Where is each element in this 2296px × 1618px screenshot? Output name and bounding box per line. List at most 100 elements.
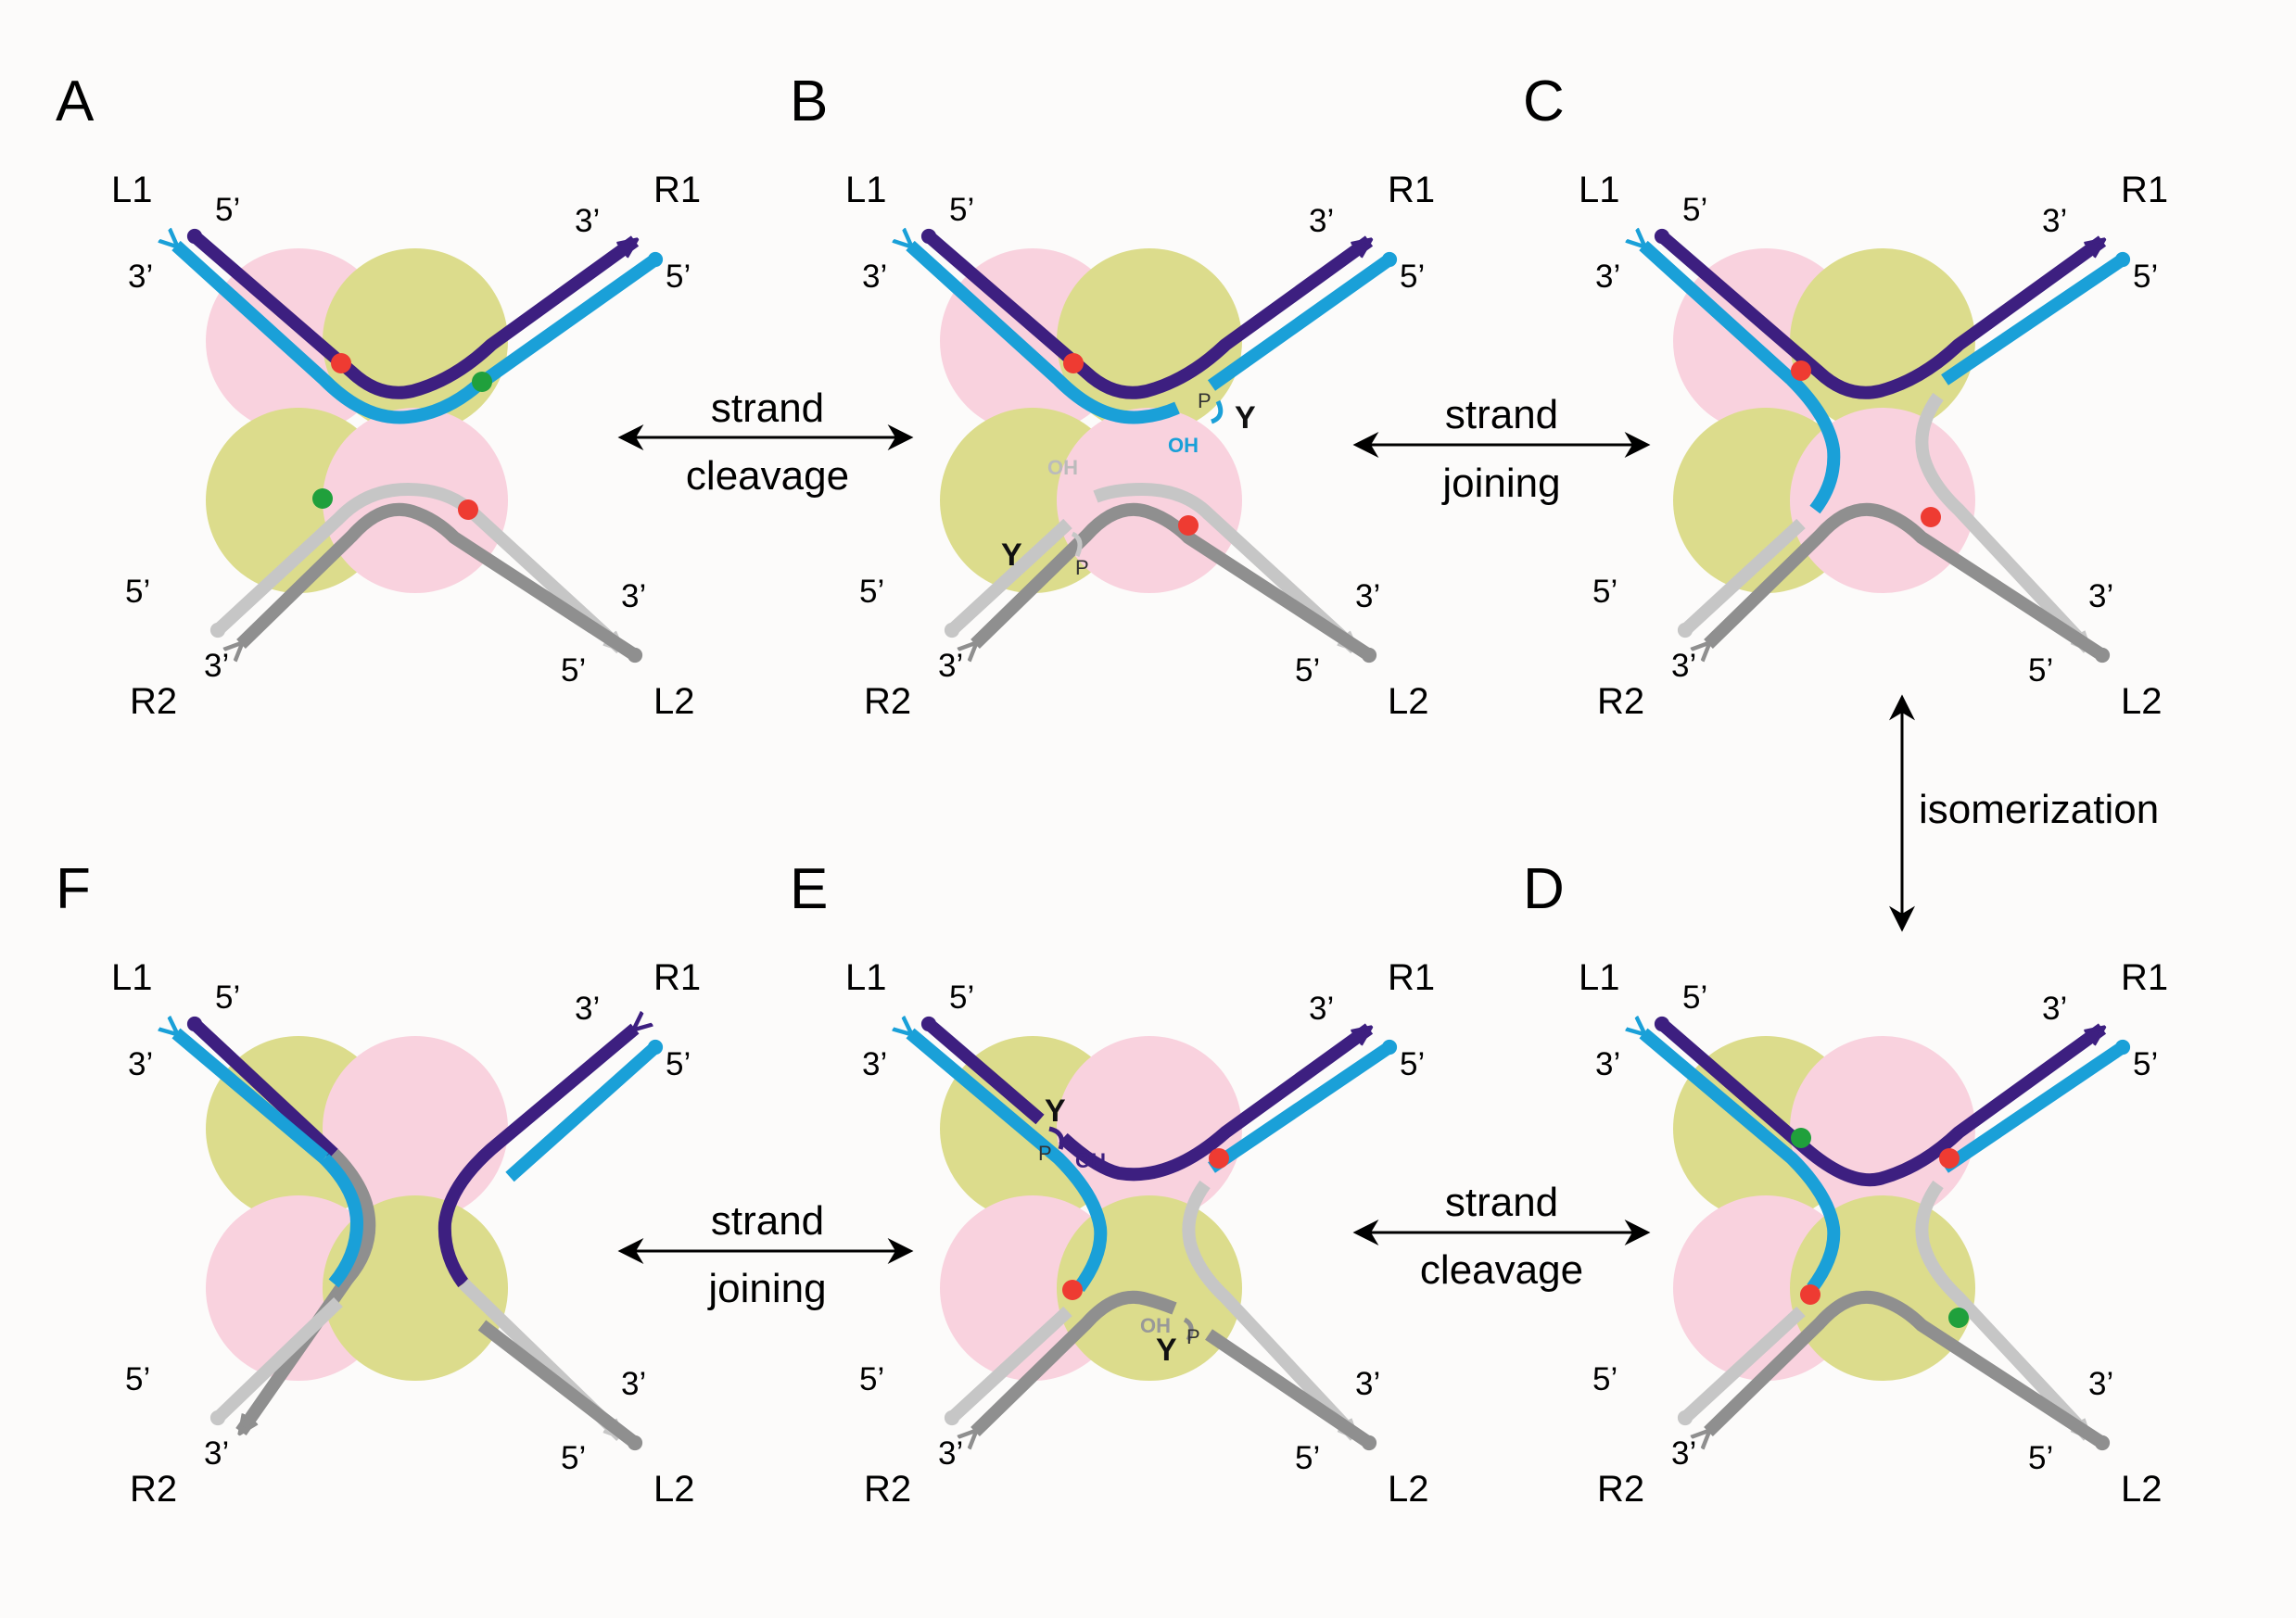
- three-prime-label: 3’: [128, 259, 153, 295]
- three-prime-label: 3’: [1671, 648, 1696, 684]
- hydroxyl-label: OH: [1047, 456, 1078, 479]
- strand-light-gray-left: [1677, 518, 1806, 638]
- green-site-dot: [472, 372, 492, 392]
- tyrosine-label: Y: [1235, 400, 1256, 436]
- five-prime-label: 5’: [215, 980, 240, 1016]
- tyrosine-label: Y: [1001, 537, 1022, 573]
- arm-label-r2: R2: [130, 1469, 177, 1510]
- three-prime-label: 3’: [938, 648, 963, 684]
- three-prime-label: 3’: [862, 259, 887, 295]
- arm-label-r1: R1: [1388, 957, 1435, 998]
- hydroxyl-label: OH: [1075, 1149, 1106, 1172]
- strand-blue-left: [1643, 246, 1841, 514]
- three-prime-label: 3’: [2088, 1366, 2113, 1402]
- red-site-dot: [1062, 1280, 1083, 1300]
- five-prime-label: 5’: [125, 574, 150, 610]
- five-prime-label: 5’: [1400, 259, 1425, 295]
- five-prime-label: 5’: [859, 1361, 884, 1397]
- panel-letter: A: [56, 70, 95, 133]
- arm-label-r1: R1: [2121, 957, 2168, 998]
- tyrosine-label: Y: [1156, 1333, 1177, 1368]
- strand-blue-right: [1941, 251, 2131, 386]
- five-prime-label: 5’: [666, 1046, 691, 1082]
- three-prime-label: 3’: [1355, 578, 1380, 614]
- three-prime-label: 3’: [128, 1046, 153, 1082]
- transition-arrow-e-d: strand cleavage: [1352, 1180, 1651, 1293]
- phosphate-label: P: [1186, 1325, 1200, 1348]
- strand-light-gray-right: [1915, 392, 2088, 649]
- arrow-label-line2: cleavage: [1420, 1247, 1583, 1293]
- arm-label-r1: R1: [1388, 170, 1435, 210]
- green-site-dot: [1948, 1308, 1969, 1328]
- arm-label-r2: R2: [1597, 1469, 1644, 1510]
- three-prime-label: 3’: [1309, 991, 1334, 1027]
- strand-dark-gray: [1708, 502, 2102, 655]
- strand-blue: [176, 246, 655, 424]
- five-prime-label: 5’: [859, 574, 884, 610]
- arm-label-r2: R2: [1597, 681, 1644, 722]
- transition-arrow-f-e: strand joining: [617, 1198, 914, 1311]
- arrow-label-line1: strand: [711, 386, 824, 431]
- strand-blue-left-arm: [176, 1033, 329, 1164]
- three-prime-label: 3’: [204, 648, 229, 684]
- arm-label-r2: R2: [864, 681, 911, 722]
- three-prime-label: 3’: [1671, 1435, 1696, 1472]
- five-prime-label: 5’: [1592, 574, 1617, 610]
- strand-purple: [1662, 236, 2102, 399]
- strand-blue-right: [505, 1039, 664, 1182]
- five-prime-label: 5’: [2028, 1440, 2053, 1476]
- strand-purple-right: [438, 1029, 635, 1288]
- arm-label-l1: L1: [845, 957, 887, 998]
- strand-purple: [1662, 1024, 2102, 1187]
- strand-dark-gray: [241, 502, 635, 655]
- strand-light-gray-right: [1182, 1180, 1355, 1436]
- strand-dark-gray: [1708, 1290, 2102, 1443]
- arm-label-r1: R1: [653, 957, 701, 998]
- arrow-label-line1: strand: [711, 1198, 824, 1244]
- three-prime-label: 3’: [2042, 203, 2067, 239]
- panel-letter: D: [1523, 857, 1565, 921]
- strand-dark-gray-right: [1205, 1329, 1377, 1451]
- three-prime-label: 3’: [938, 1435, 963, 1472]
- strand-dark-gray-left: [975, 1290, 1177, 1432]
- arm-label-l2: L2: [2121, 1469, 2163, 1510]
- phosphotyrosine-link: [1183, 1317, 1194, 1342]
- strand-blue-left: [319, 1154, 364, 1288]
- three-prime-label: 3’: [621, 578, 646, 614]
- arm-label-l2: L2: [1388, 681, 1429, 722]
- strand-dark-gray-left: [235, 1149, 376, 1432]
- protein-top-right: [1057, 1036, 1242, 1221]
- five-prime-label: 5’: [1682, 192, 1707, 228]
- panel-letter: C: [1523, 70, 1565, 133]
- arrow-label-line1: strand: [1445, 1180, 1558, 1225]
- red-site-dot: [331, 353, 351, 373]
- green-site-dot: [1791, 1128, 1811, 1148]
- strand-blue-right: [1208, 1039, 1398, 1173]
- arrow-label-line1: strand: [1445, 392, 1558, 437]
- arrow-label-line1: isomerization: [1919, 787, 2159, 832]
- five-prime-label: 5’: [949, 980, 974, 1016]
- hydroxyl-label: OH: [1168, 434, 1199, 457]
- tyrosine-label: Y: [1045, 1093, 1066, 1129]
- arm-label-l1: L1: [845, 170, 887, 210]
- three-prime-label: 3’: [575, 203, 600, 239]
- transition-arrow-c-d: isomerization: [1889, 694, 2159, 932]
- five-prime-label: 5’: [949, 192, 974, 228]
- strand-light-gray-right: [1093, 482, 1355, 654]
- five-prime-label: 5’: [125, 1361, 150, 1397]
- transition-arrow-b-c: strand joining: [1352, 392, 1651, 506]
- strand-purple: [195, 236, 635, 399]
- arrow-label-line2: joining: [1440, 461, 1560, 506]
- red-site-dot: [1063, 353, 1084, 373]
- panel-letter: E: [790, 857, 828, 921]
- strand-purple-left: [920, 1016, 1045, 1125]
- red-site-dot: [458, 499, 478, 520]
- five-prime-label: 5’: [561, 1440, 586, 1476]
- strand-blue-left: [910, 246, 1180, 424]
- arm-label-r2: R2: [864, 1469, 911, 1510]
- strand-light-gray-right: [1915, 1180, 2088, 1436]
- arm-label-l2: L2: [2121, 681, 2163, 722]
- five-prime-label: 5’: [1295, 1440, 1320, 1476]
- green-site-dot: [312, 488, 333, 509]
